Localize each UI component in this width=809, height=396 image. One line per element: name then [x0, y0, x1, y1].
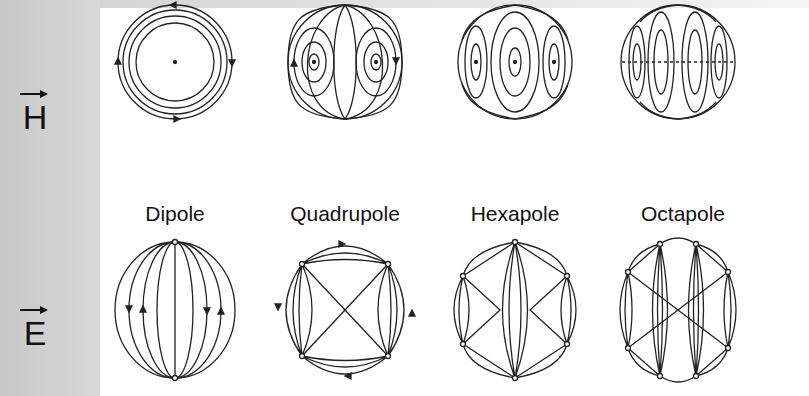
field-symbol: E — [24, 316, 47, 350]
e-quadrupole — [275, 241, 415, 379]
mode-label: Quadrupole — [290, 203, 400, 224]
h-octapole — [621, 5, 735, 119]
vector-arrows — [20, 90, 48, 314]
h-hexapole — [458, 5, 572, 119]
e-dipole — [115, 240, 235, 381]
e-hexapole — [454, 240, 576, 381]
mode-label: Dipole — [145, 203, 205, 224]
mode-label: Octapole — [641, 203, 725, 224]
e-octapole — [620, 238, 736, 382]
h-quadrupole — [288, 5, 402, 119]
h-dipole — [115, 2, 235, 122]
mode-label: Hexapole — [471, 203, 560, 224]
side-band — [0, 0, 100, 396]
field-symbol: H — [23, 100, 48, 134]
